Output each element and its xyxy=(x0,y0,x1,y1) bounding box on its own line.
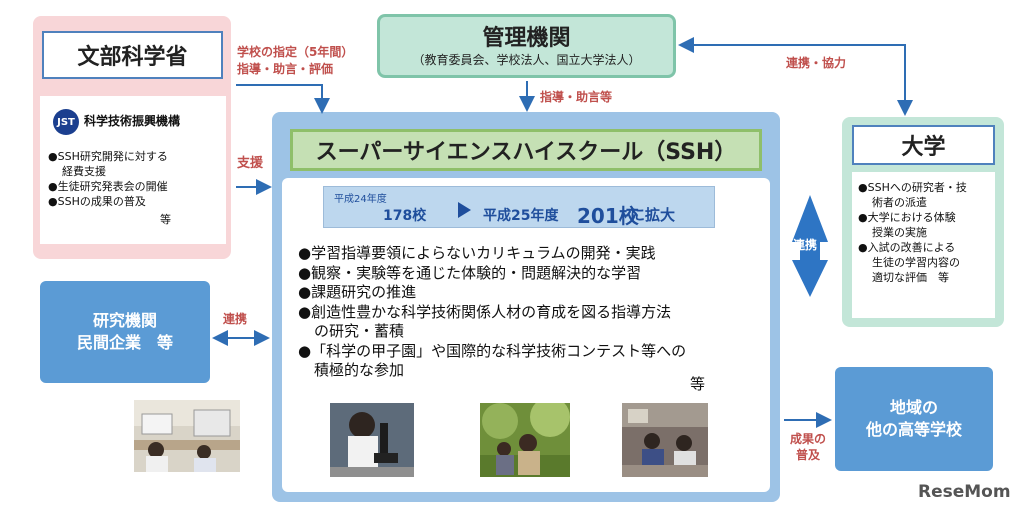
list-item: ●大学における体験 xyxy=(858,211,956,224)
list-item: 適切な評価 等 xyxy=(872,271,949,284)
list-item: ●観察・実験等を通じた体験的・問題解決的な学習 xyxy=(298,263,642,282)
list-item: ●「科学の甲子園」や国際的な科学技術コンテスト等への xyxy=(298,341,687,360)
ssh-activities-list: ●学習指導要領によらないカリキュラムの開発・実践 ●観察・実験等を通じた体験的・… xyxy=(298,244,748,381)
spread-label-2: 普及 xyxy=(796,448,821,462)
mext-title: 文部科学省 xyxy=(42,31,223,79)
mext-support-list: ●SSH研究開発に対する 経費支援 ●生徒研究発表会の開催 ●SSHの成果の普及 xyxy=(48,149,220,209)
list-item: 術者の派遣 xyxy=(872,196,927,209)
growth-expand: に拡大 xyxy=(630,206,676,224)
mext-etc: 等 xyxy=(160,213,171,226)
growth-banner xyxy=(323,186,715,228)
university-title: 大学 xyxy=(852,125,995,165)
field-photo xyxy=(480,403,570,477)
designation-arrow xyxy=(236,84,330,114)
ssh-title: スーパーサイエンスハイスクール（SSH） xyxy=(290,129,762,171)
university-inner-box xyxy=(852,172,995,318)
triangle-right-icon xyxy=(458,202,471,218)
admin-title: 管理機関 xyxy=(482,26,571,51)
list-item: 授業の実施 xyxy=(872,226,927,239)
growth-year25: 平成25年度 xyxy=(483,208,559,224)
list-item: ●課題研究の推進 xyxy=(298,283,417,301)
lab-photo-right xyxy=(622,403,708,477)
list-item: ●創造性豊かな科学技術関係人材の育成を図る指導方法 xyxy=(298,302,672,321)
lab-photo-left xyxy=(134,400,240,472)
renkei-left-label: 連携 xyxy=(223,312,248,326)
growth-count24: 178校 xyxy=(383,208,427,224)
research-institutions-box: 研究機関 民間企業 等 xyxy=(40,281,210,383)
region-line1: 地域の xyxy=(889,398,938,417)
list-item: ●生徒研究発表会の開催 xyxy=(48,180,168,193)
research-line2: 民間企業 等 xyxy=(76,333,173,352)
list-item: ●入試の改善による xyxy=(858,241,956,254)
growth-year24: 平成24年度 xyxy=(334,194,387,205)
regional-schools-box: 地域の 他の高等学校 xyxy=(835,367,993,471)
list-item: 生徒の学習内容の xyxy=(872,256,960,269)
admin-panel xyxy=(377,14,676,78)
designation-label-2: 指導・助言・評価 xyxy=(237,62,334,76)
university-list: ●SSHへの研究者・技 術者の派遣 ●大学における体験 授業の実施 ●入試の改善… xyxy=(858,180,994,285)
designation-label-1: 学校の指定（5年間） xyxy=(237,45,354,59)
jst-name: 科学技術振興機構 xyxy=(84,114,181,128)
cooperation-label: 連携・協力 xyxy=(786,56,847,70)
jst-logo-icon: JST xyxy=(53,109,79,135)
growth-count25: 201校 xyxy=(577,204,639,228)
research-line1: 研究機関 xyxy=(92,311,157,330)
watermark: ReseMom xyxy=(918,482,1011,502)
list-item: ●SSH研究開発に対する xyxy=(48,150,168,163)
admin-subtitle: （教育委員会、学校法人、国立大学法人） xyxy=(412,53,641,67)
renkei-right-label: 連携 xyxy=(793,238,818,252)
admin-guidance-label: 指導・助言等 xyxy=(540,90,613,104)
ssh-etc: 等 xyxy=(690,375,706,393)
renkei-double-arrow xyxy=(792,195,828,297)
list-item: 積極的な参加 xyxy=(314,361,405,379)
list-item: 経費支援 xyxy=(62,165,106,178)
list-item: ●SSHの成果の普及 xyxy=(48,195,146,208)
list-item: ●SSHへの研究者・技 xyxy=(858,181,967,194)
spread-label-1: 成果の xyxy=(790,432,827,446)
list-item: の研究・蓄積 xyxy=(314,322,405,340)
region-line2: 他の高等学校 xyxy=(865,420,962,439)
support-label: 支援 xyxy=(237,156,264,171)
microscope-photo xyxy=(330,403,414,477)
list-item: ●学習指導要領によらないカリキュラムの開発・実践 xyxy=(298,244,656,262)
cooperation-arrow xyxy=(678,37,913,116)
